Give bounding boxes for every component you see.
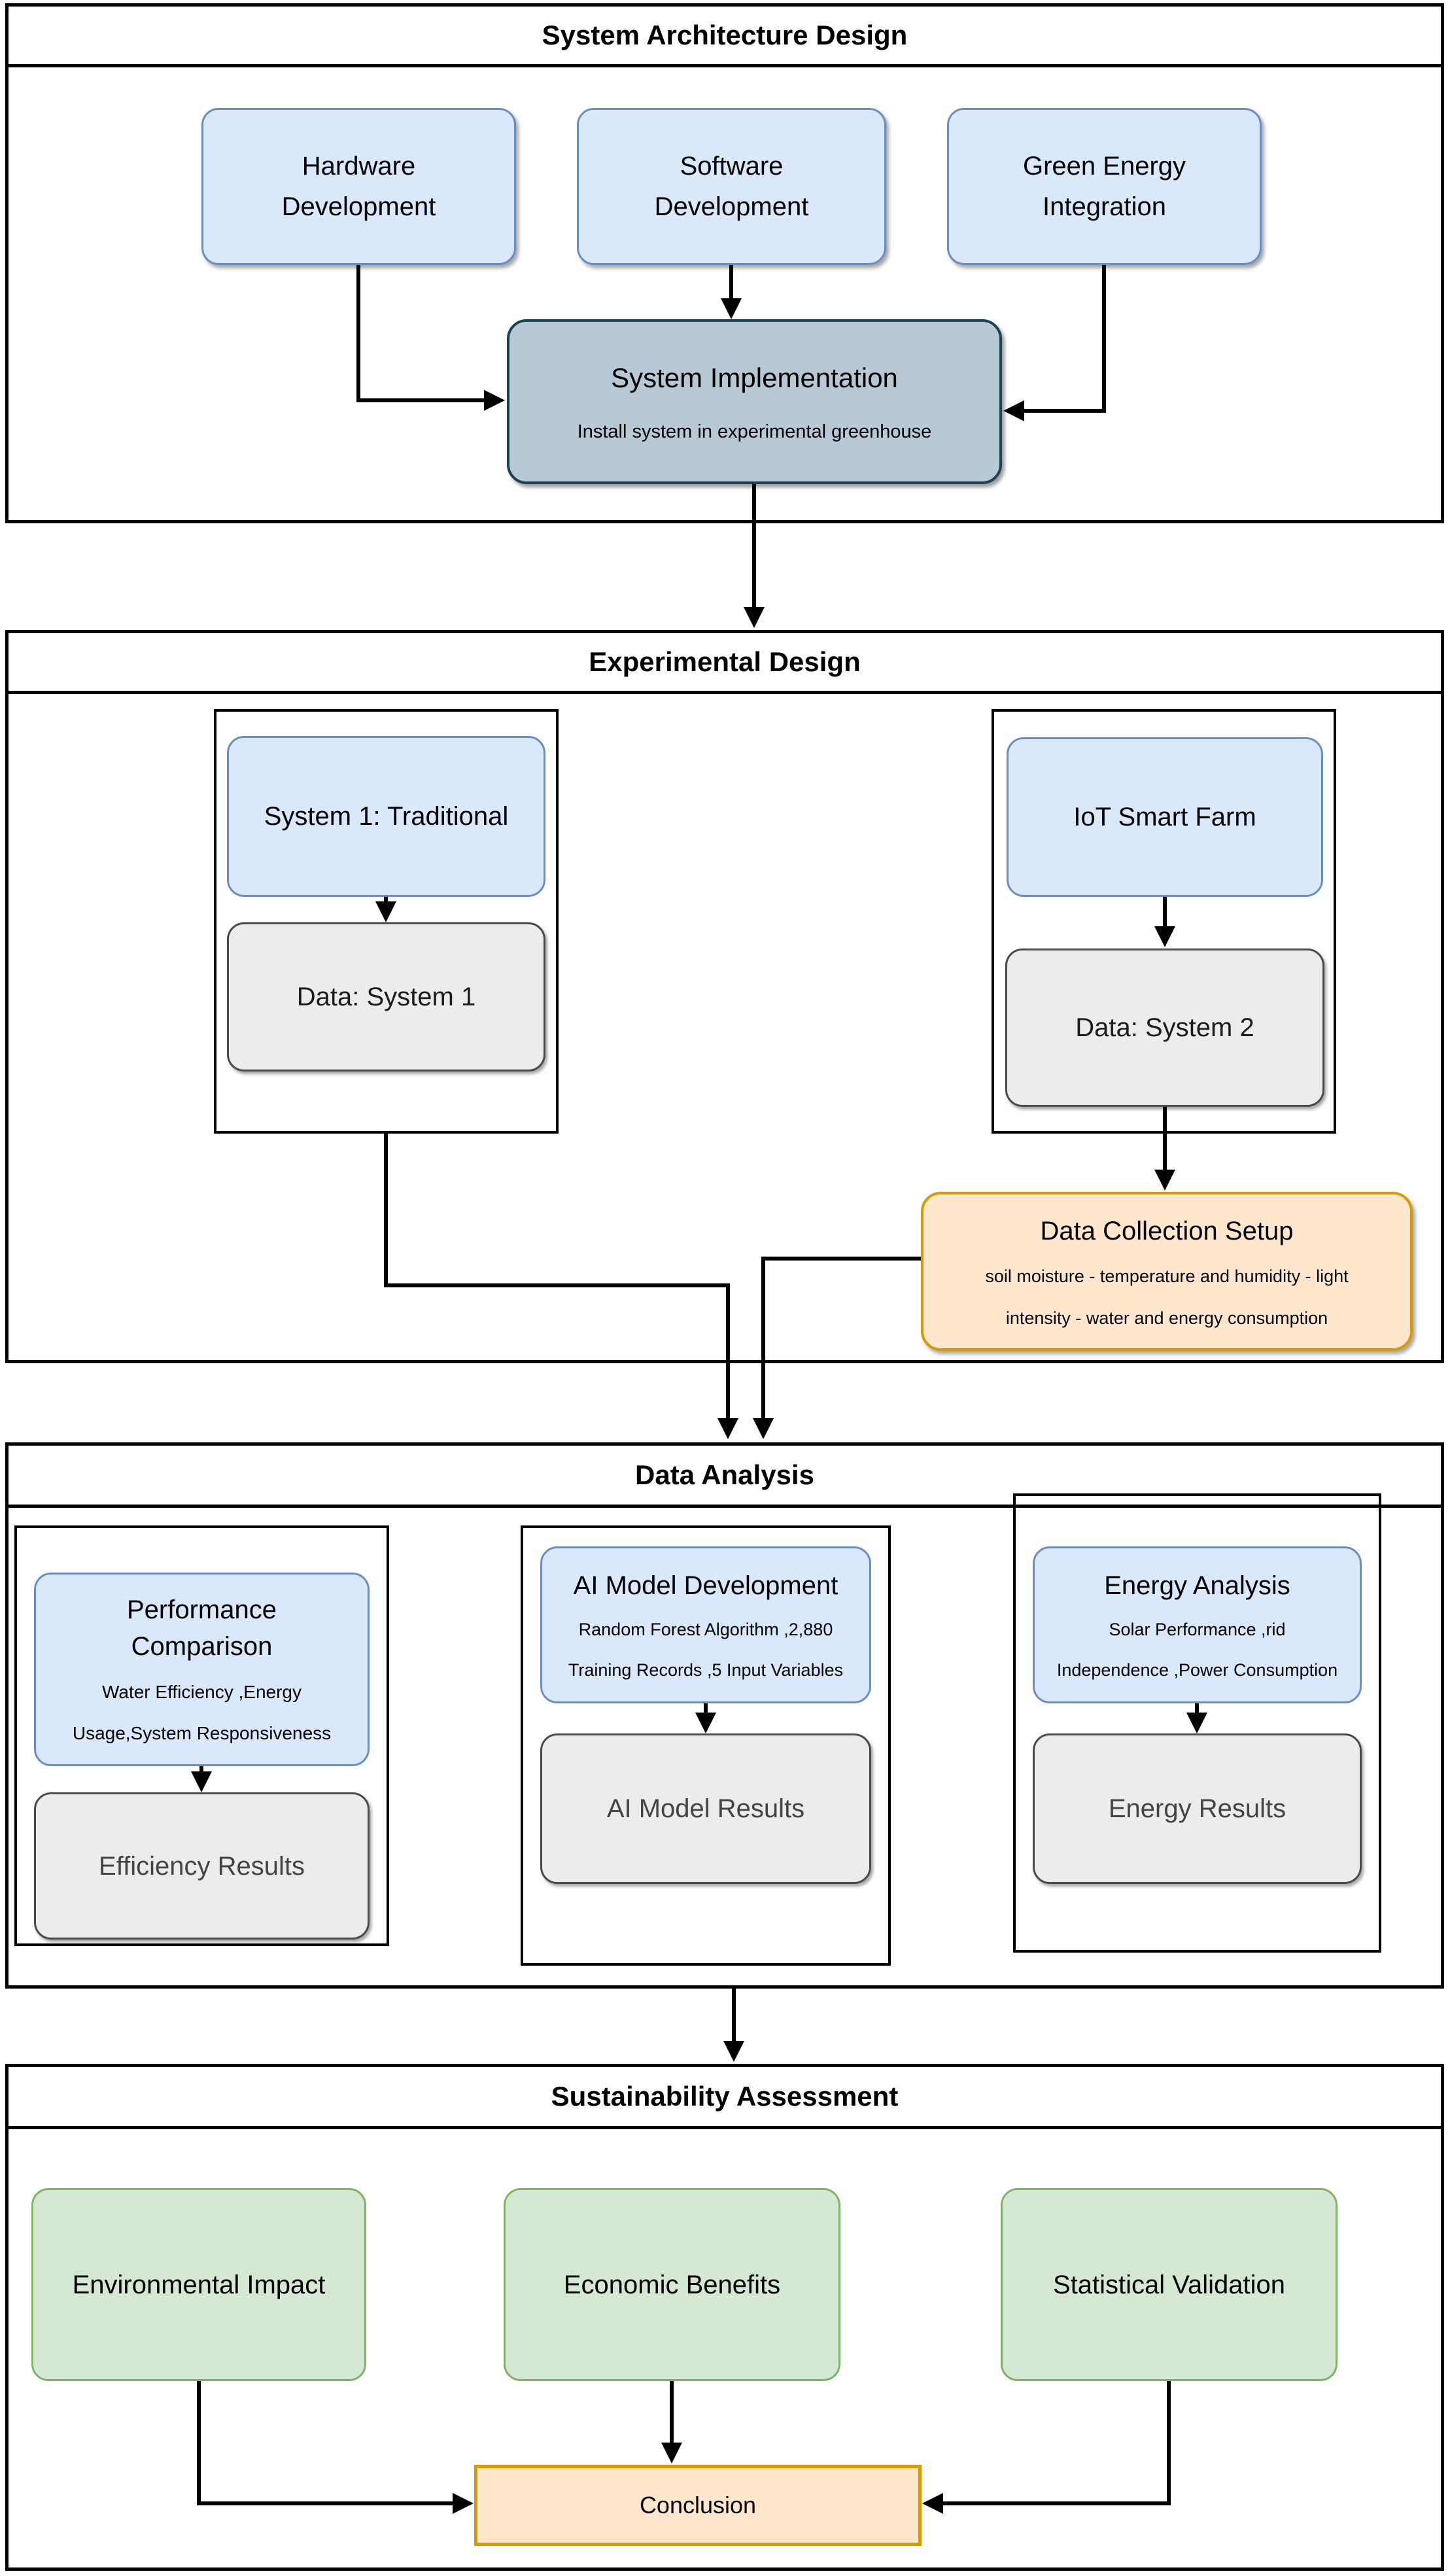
node-green-energy-integration-label: Green Energy Integration [1022,152,1186,221]
node-data-collection-setup-title: Data Collection Setup [1040,1216,1294,1245]
node-economic-benefits: Economic Benefits [504,2188,840,2381]
node-system-implementation-subtitle: Install system in experimental greenhous… [577,421,932,443]
arrow-environmental-to-conclusion [197,2381,474,2514]
node-performance-comparison: Performance Comparison Water Efficiency … [34,1573,370,1766]
node-system1-traditional-label: System 1: Traditional [264,802,509,831]
section-experimental-header: Experimental Design [9,633,1441,694]
node-data-system1-label: Data: System 1 [296,983,476,1011]
node-iot-smart-farm-label: IoT Smart Farm [1073,803,1256,831]
node-efficiency-results: Efficiency Results [34,1792,370,1940]
node-energy-analysis-line2: Independence ,Power Consumption [1056,1660,1338,1680]
node-data-system1: Data: System 1 [227,922,545,1071]
section-architecture-title: System Architecture Design [542,20,908,50]
section-architecture: System Architecture Design [5,3,1444,523]
node-hardware-development-label: Hardware Development [281,152,436,221]
node-green-energy-integration: Green Energy Integration [947,108,1262,265]
node-performance-comparison-line1: Water Efficiency ,Energy [101,1681,302,1702]
node-system-implementation-title: System Implementation [611,362,898,393]
node-performance-comparison-title: Performance Comparison [127,1595,277,1661]
section-architecture-header: System Architecture Design [9,7,1441,67]
node-energy-results-label: Energy Results [1108,1794,1286,1823]
node-performance-comparison-line2: Usage,System Responsiveness [72,1723,332,1743]
node-conclusion: Conclusion [474,2465,922,2546]
node-data-collection-setup-line1: soil moisture - temperature and humidity… [985,1266,1349,1286]
node-data-collection-setup: Data Collection Setup soil moisture - te… [921,1192,1413,1351]
node-efficiency-results-label: Efficiency Results [99,1851,305,1881]
node-ai-model-development: AI Model Development Random Forest Algor… [540,1546,871,1703]
arrow-system1-to-analysis [384,1134,738,1439]
section-analysis-header: Data Analysis [9,1446,1441,1508]
node-conclusion-label: Conclusion [639,2492,757,2519]
node-ai-model-results-label: AI Model Results [606,1794,805,1823]
node-energy-analysis-line1: Solar Performance ,rid [1109,1620,1286,1640]
node-software-development: Software Development [577,108,886,265]
node-software-development-label: Software Development [654,152,809,221]
node-data-system2-label: Data: System 2 [1075,1013,1254,1042]
container-system1 [214,709,559,1134]
node-energy-analysis-title: Energy Analysis [1104,1571,1290,1601]
node-ai-model-development-line2: Training Records ,5 Input Variables [568,1660,844,1680]
node-data-system2: Data: System 2 [1005,949,1324,1107]
section-experimental: Experimental Design [5,630,1444,1363]
node-system-implementation: System Implementation Install system in … [507,319,1002,484]
section-sustainability-header: Sustainability Assessment [9,2067,1441,2129]
arrow-greenenergy-to-implementation [1003,265,1106,421]
node-economic-benefits-label: Economic Benefits [563,2270,781,2299]
section-analysis: Data Analysis [5,1442,1444,1989]
node-hardware-development: Hardware Development [201,108,516,265]
node-energy-analysis: Energy Analysis Solar Performance ,rid I… [1033,1546,1362,1703]
node-ai-model-results: AI Model Results [540,1733,871,1884]
container-ai-model [521,1525,891,1966]
node-ai-model-development-line1: Random Forest Algorithm ,2,880 [578,1620,833,1640]
node-environmental-impact: Environmental Impact [31,2188,366,2381]
container-performance [14,1525,389,1946]
section-sustainability-title: Sustainability Assessment [551,2081,899,2112]
container-energy [1013,1493,1381,1953]
section-experimental-title: Experimental Design [589,646,861,677]
node-statistical-validation: Statistical Validation [1001,2188,1338,2381]
arrow-dcs-to-analysis [753,1257,921,1439]
section-sustainability: Sustainability Assessment [5,2064,1444,2571]
section-analysis-title: Data Analysis [635,1459,814,1490]
node-data-collection-setup-line2: intensity - water and energy consumption [1005,1308,1328,1328]
arrow-statistical-to-conclusion [922,2381,1171,2514]
node-system1-traditional: System 1: Traditional [227,736,545,897]
node-environmental-impact-label: Environmental Impact [72,2270,326,2299]
node-statistical-validation-label: Statistical Validation [1053,2270,1285,2299]
node-energy-results: Energy Results [1033,1733,1362,1884]
node-ai-model-development-title: AI Model Development [573,1571,838,1601]
arrow-hardware-to-implementation [356,265,505,411]
node-iot-smart-farm: IoT Smart Farm [1007,737,1323,897]
